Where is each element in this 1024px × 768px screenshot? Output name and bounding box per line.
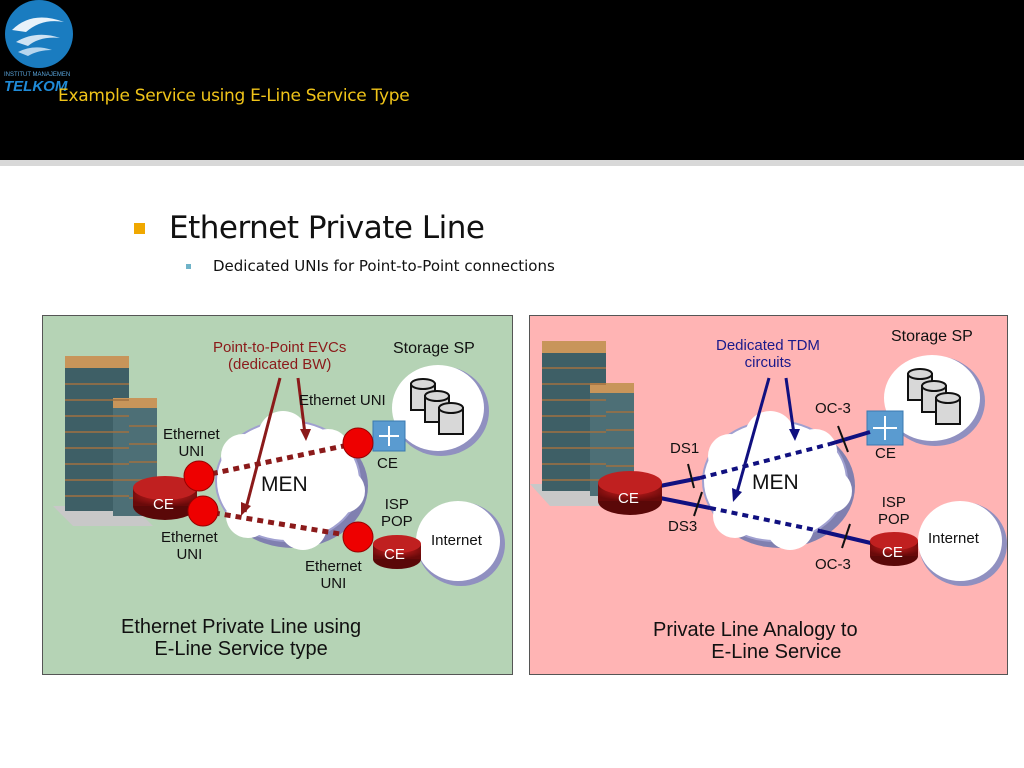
ce-label: CE	[875, 445, 896, 462]
uni-dot	[342, 521, 374, 553]
oc3-label: OC-3	[815, 400, 851, 417]
ds1-label: DS1	[670, 440, 700, 457]
bullet-text: Dedicated UNIs for Point-to-Point connec…	[213, 257, 555, 275]
uni-dot	[183, 460, 215, 492]
ce-label: CE	[153, 496, 174, 513]
men-label: MEN	[752, 471, 799, 494]
bullet-text: Ethernet Private Line	[169, 210, 485, 246]
uni-dot	[187, 495, 219, 527]
internet-label: Internet	[928, 530, 979, 547]
telkom-logo: INSTITUT MANAJEMEN TELKOM	[2, 0, 74, 95]
bullet-level-1: Ethernet Private Line	[134, 210, 485, 246]
slide-title: Example Service using E-Line Service Typ…	[58, 86, 410, 106]
bullet-square-icon	[134, 222, 145, 234]
ce-router-icon	[598, 471, 662, 515]
uni-dot	[342, 427, 374, 459]
logo-text-telkom: TELKOM	[4, 78, 68, 95]
switch-icon	[372, 420, 406, 452]
ce-label: CE	[384, 546, 405, 563]
ce-router-icon	[133, 476, 197, 520]
men-label: MEN	[261, 473, 308, 496]
internet-cloud-icon	[918, 501, 1007, 586]
switch-icon	[866, 410, 904, 446]
internet-label: Internet	[431, 532, 482, 549]
oc3-label: OC-3	[815, 556, 851, 573]
isp-ce-router-icon	[373, 535, 421, 569]
storage-cloud-icon	[392, 365, 489, 456]
internet-cloud-icon	[416, 501, 505, 586]
logo-text-institut: INSTITUT MANAJEMEN	[4, 72, 71, 78]
storage-sp-label: Storage SP	[393, 340, 475, 357]
ethernet-private-line-diagram: Point-to-Point EVCs(dedicated BW) Storag…	[42, 315, 513, 675]
storage-sp-label: Storage SP	[891, 328, 973, 345]
slide-header: INSTITUT MANAJEMEN TELKOM Example Servic…	[0, 0, 1024, 160]
ds3-label: DS3	[668, 518, 698, 535]
evc-annotation: Point-to-Point EVCs(dedicated BW)	[213, 339, 347, 373]
isp-ce-router-icon	[870, 532, 918, 566]
header-divider	[0, 160, 1024, 166]
ce-label: CE	[377, 455, 398, 472]
storage-cloud-icon	[884, 355, 985, 446]
bullet-level-2: Dedicated UNIs for Point-to-Point connec…	[186, 257, 555, 275]
bullet-square-icon	[186, 263, 191, 269]
ce-label: CE	[882, 544, 903, 561]
ce-label: CE	[618, 490, 639, 507]
uni-label: Ethernet UNI	[299, 392, 386, 409]
